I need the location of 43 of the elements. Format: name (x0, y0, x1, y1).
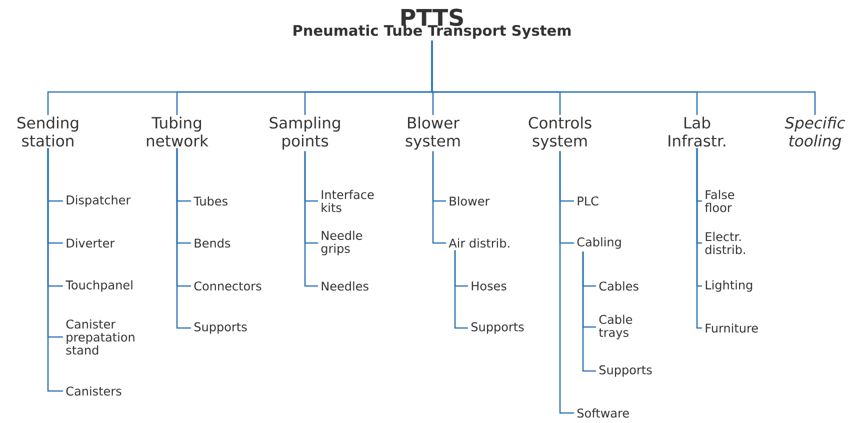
item-label: Supports (471, 322, 524, 334)
item-label: Tubes (194, 196, 228, 206)
item-label: Touchpanel (66, 280, 132, 292)
item-label: Furniture (706, 323, 758, 333)
connector-line (176, 148, 191, 329)
item-label: Needle grips (321, 230, 362, 256)
category-label: Sending station (18, 116, 78, 147)
item-label: Electr. distrib. (705, 232, 745, 254)
item-label: Cables (599, 281, 638, 291)
title-heading: PTTS Pneumatic Tube Transport System (294, 8, 571, 39)
category-label: Sampling points (270, 116, 340, 150)
item-label: Cable trays (599, 314, 632, 340)
item-label: Supports (599, 365, 652, 377)
connector-line (47, 148, 63, 392)
item-label: Diverter (66, 238, 115, 248)
connector-line (431, 40, 816, 115)
item-label: Canisters (66, 386, 122, 396)
item-label: Cabling (577, 237, 621, 249)
connector-line (559, 151, 574, 414)
item-label: Needles (322, 281, 368, 291)
connector-line (454, 250, 468, 329)
category-label: Tubing network (146, 116, 208, 147)
item-label: Connectors (194, 281, 262, 291)
connector-line (582, 251, 596, 372)
item-label: False floor (704, 190, 734, 212)
item-label: Dispatcher (66, 195, 131, 207)
item-label: Supports (194, 322, 247, 334)
item-label: Canister prepatation stand (66, 319, 134, 355)
item-label: Software (577, 408, 629, 418)
category-label: Specific tooling (784, 116, 846, 150)
item-label: Air distrib. (448, 238, 510, 248)
category-label: Controls system (528, 116, 592, 150)
connector-line (304, 151, 318, 287)
item-label: Hoses (472, 282, 506, 290)
item-label: Interface kits (322, 190, 374, 212)
item-label: Blower (450, 196, 490, 206)
connector-line (432, 151, 446, 244)
item-label: Lighting (706, 280, 752, 292)
item-label: Bends (194, 238, 230, 248)
category-label: Lab Infrastr. (668, 116, 726, 147)
connector-line (696, 148, 702, 329)
category-label: Blower system (406, 116, 460, 150)
item-label: PLC (578, 196, 598, 206)
